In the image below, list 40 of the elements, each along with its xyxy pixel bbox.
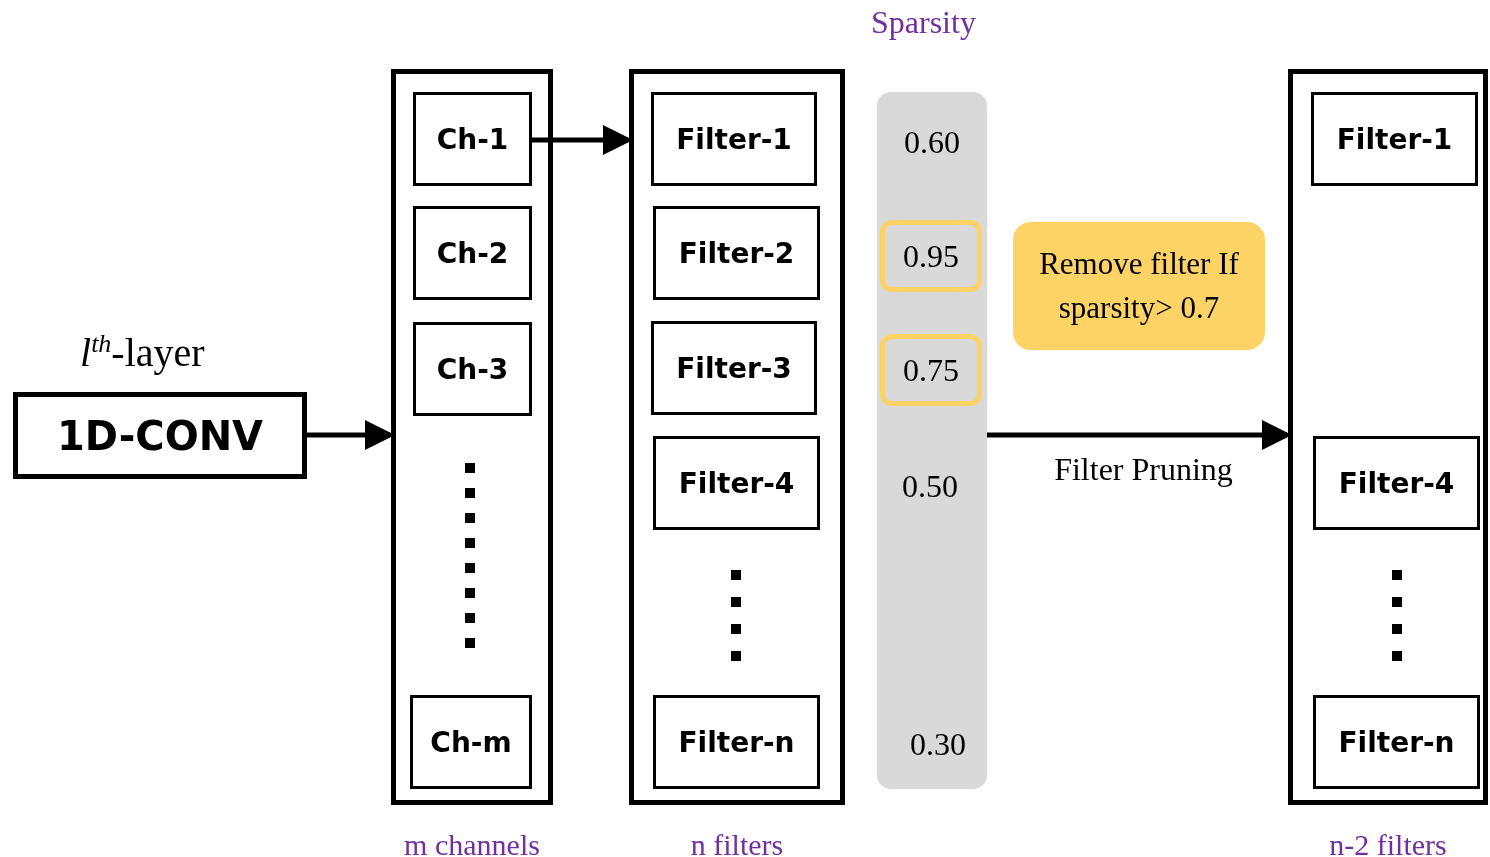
box-label: Filter-3 xyxy=(676,351,792,385)
process-box xyxy=(651,92,817,186)
process-box xyxy=(653,206,820,300)
process-box xyxy=(410,695,532,789)
process-box xyxy=(413,322,532,416)
box-label: Filter-n xyxy=(678,725,795,759)
sparsity-value: 0.50 xyxy=(902,467,958,505)
box-label: Ch-1 xyxy=(436,122,509,156)
box-label: Ch-3 xyxy=(436,352,509,386)
sparsity-value: 0.60 xyxy=(904,123,960,161)
sparsity-value: 0.95 xyxy=(903,237,959,275)
column-caption: n filters xyxy=(690,828,784,857)
process-box xyxy=(413,92,532,186)
box-label: Ch-2 xyxy=(436,236,509,270)
sparsity-value: 0.75 xyxy=(903,351,959,389)
process-box xyxy=(653,436,820,530)
process-box xyxy=(1311,92,1478,186)
note-box xyxy=(1013,222,1265,350)
layer-label: l$^{th}$-layer xyxy=(80,329,205,377)
box-label: Ch-m xyxy=(430,725,512,759)
process-box xyxy=(413,206,532,300)
box-label: Filter-n xyxy=(1338,725,1455,759)
box-label: Filter-2 xyxy=(678,236,795,270)
highlighted-value-box xyxy=(880,334,982,406)
process-box xyxy=(653,695,820,789)
process-box xyxy=(1313,695,1480,789)
process-box xyxy=(651,321,817,415)
process-box xyxy=(1313,436,1480,530)
column-caption: n-2 filters xyxy=(1329,828,1447,857)
box-label: Filter-4 xyxy=(1338,466,1455,500)
box-label: Filter-4 xyxy=(678,466,795,500)
box-label: Filter-1 xyxy=(676,122,792,156)
layer-name: 1D-CONV xyxy=(56,412,264,459)
sparsity-value: 0.30 xyxy=(910,725,966,763)
edge-label: Filter Pruning xyxy=(1054,451,1233,488)
box-label: Filter-1 xyxy=(1336,122,1453,156)
highlighted-value-box xyxy=(880,220,982,292)
column-heading: Sparsity xyxy=(871,4,976,41)
column-caption: m channels xyxy=(404,828,540,857)
note-text: Remove filter If sparsity> 0.7 xyxy=(1039,245,1239,327)
